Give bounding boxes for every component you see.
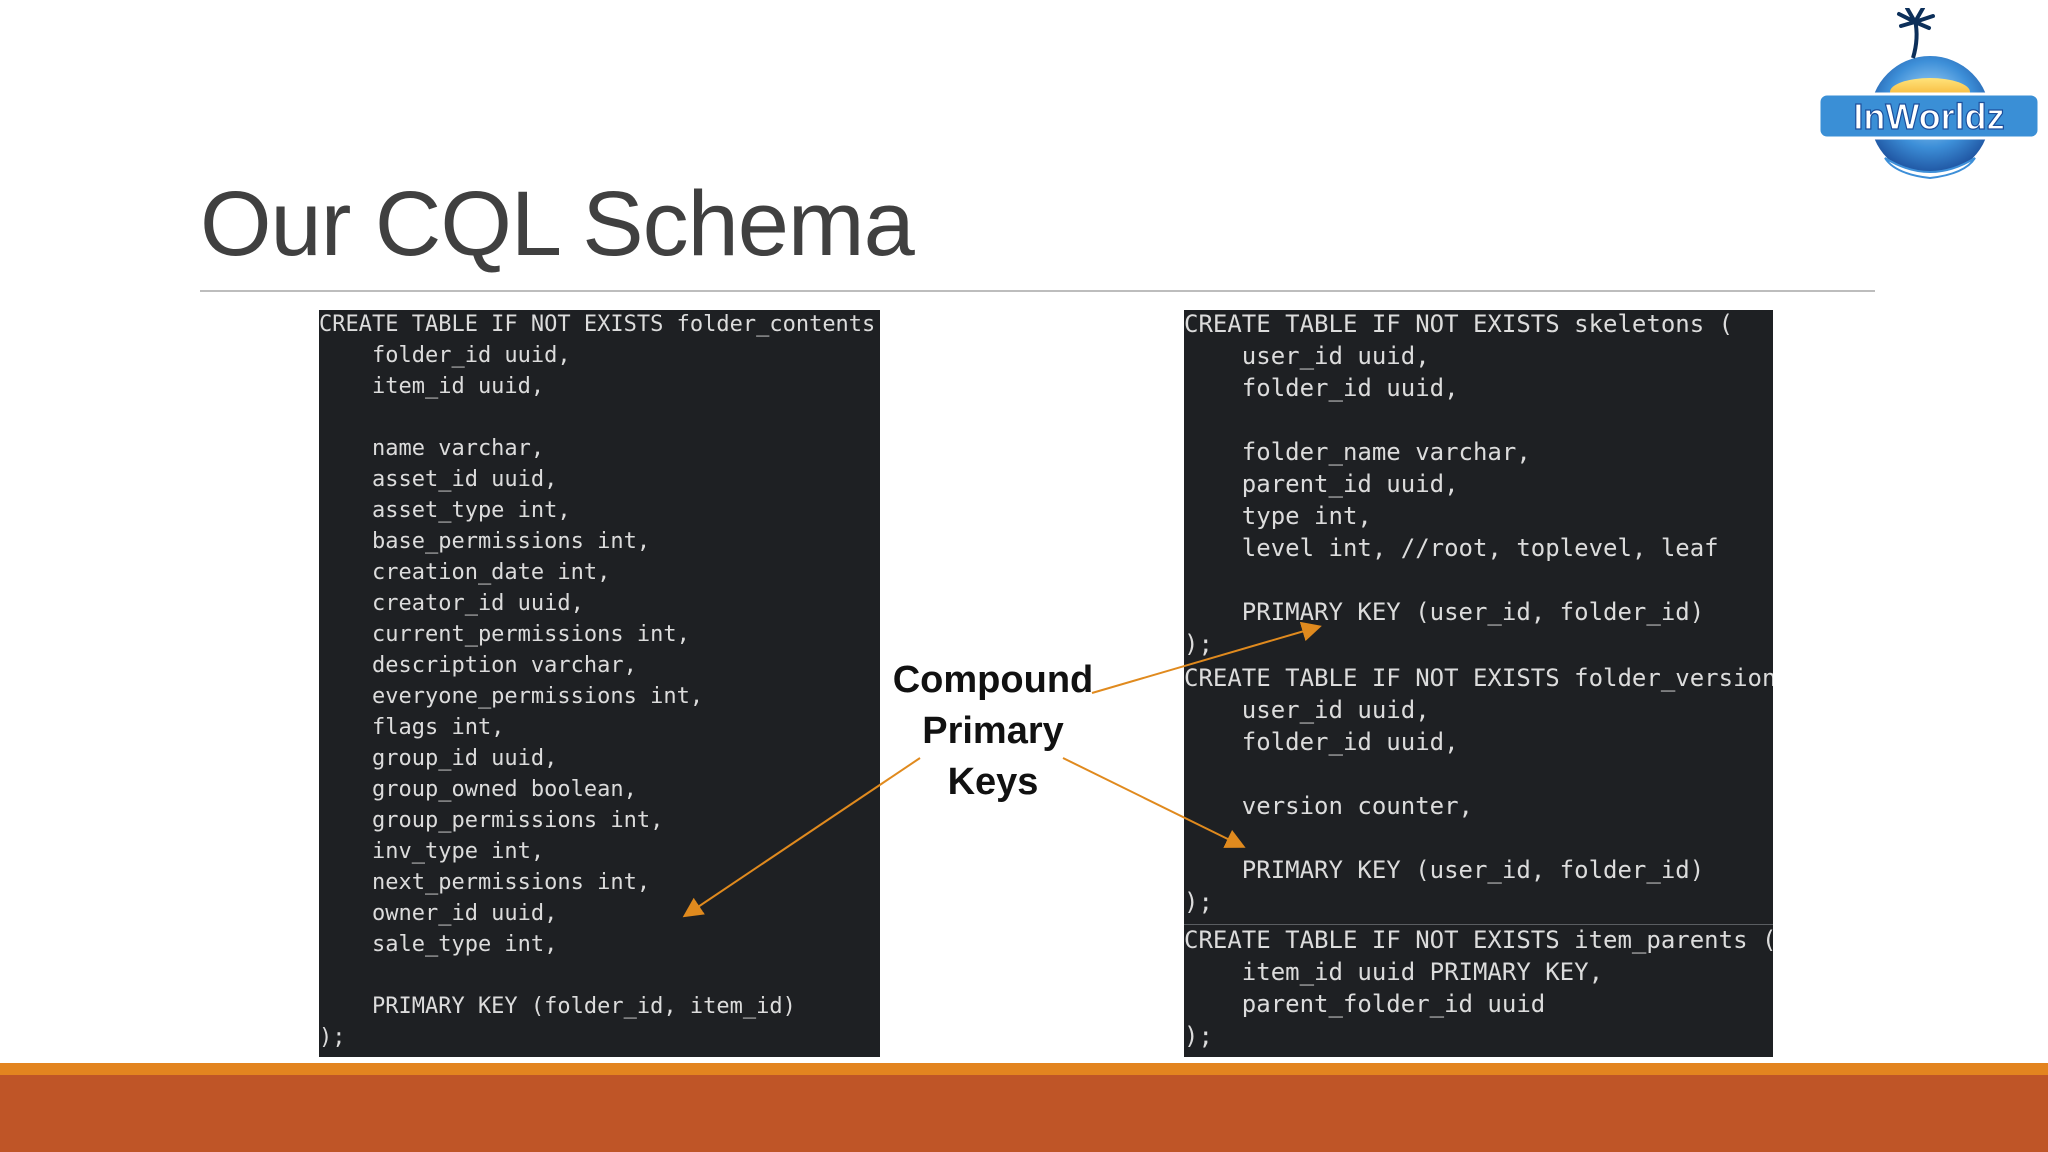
code-line: user_id uuid,: [1184, 696, 1430, 724]
code-line: creation_date int,: [319, 560, 611, 585]
slide-title: Our CQL Schema: [200, 173, 915, 275]
logo-palm-trunk: [1911, 19, 1919, 59]
code-line: inv_type int,: [319, 839, 545, 864]
code-line: sale_type int,: [319, 932, 558, 957]
code-line: owner_id uuid,: [319, 901, 558, 926]
code-line: );: [1184, 888, 1213, 916]
inworldz-logo: InWorldz: [1817, 8, 2041, 180]
code-panel-folder-contents: CREATE TABLE IF NOT EXISTS folder_conten…: [319, 310, 880, 1057]
code-line: user_id uuid,: [1184, 342, 1430, 370]
code-line: parent_id uuid,: [1184, 470, 1459, 498]
code-line: folder_id uuid,: [1184, 728, 1459, 756]
code-line: folder_id uuid,: [319, 343, 571, 368]
label-line: Keys: [947, 761, 1039, 803]
code-line: PRIMARY KEY (user_id, folder_id): [1184, 856, 1705, 884]
code-line: version counter,: [1184, 792, 1473, 820]
title-underline: [200, 290, 1875, 292]
code-line: );: [1184, 1022, 1213, 1050]
code-line: folder_name varchar,: [1184, 438, 1531, 466]
code-line: flags int,: [319, 715, 505, 740]
code-line: CREATE TABLE IF NOT EXISTS skeletons (: [1184, 310, 1734, 338]
code-line: CREATE TABLE IF NOT EXISTS folder_versio…: [1184, 664, 1773, 692]
footer-accent-bar: [0, 1063, 2048, 1075]
code-line: base_permissions int,: [319, 529, 651, 554]
code-line: type int,: [1184, 502, 1372, 530]
code-line: group_id uuid,: [319, 746, 558, 771]
code-line: level int, //root, toplevel, leaf: [1184, 534, 1719, 562]
code-line: item_id uuid,: [319, 374, 545, 399]
code-line: current_permissions int,: [319, 622, 690, 647]
code-divider: [1184, 924, 1773, 925]
code-line: item_id uuid PRIMARY KEY,: [1184, 958, 1604, 986]
code-line: group_owned boolean,: [319, 777, 637, 802]
code-line: creator_id uuid,: [319, 591, 584, 616]
code-line: next_permissions int,: [319, 870, 651, 895]
code-line: parent_folder_id uuid: [1184, 990, 1546, 1018]
code-line: CREATE TABLE IF NOT EXISTS folder_conten…: [319, 312, 880, 337]
code-line: asset_type int,: [319, 498, 571, 523]
code-panel-right: CREATE TABLE IF NOT EXISTS skeletons ( u…: [1184, 310, 1773, 1057]
code-line: everyone_permissions int,: [319, 684, 704, 709]
code-line: );: [319, 1025, 346, 1050]
logo-wordmark: InWorldz: [1853, 96, 2004, 137]
code-line: );: [1184, 630, 1213, 658]
code-line: folder_id uuid,: [1184, 374, 1459, 402]
footer-bar: [0, 1075, 2048, 1152]
code-line: asset_id uuid,: [319, 467, 558, 492]
label-line: Compound: [892, 659, 1094, 701]
code-line: PRIMARY KEY (user_id, folder_id): [1184, 598, 1705, 626]
code-line: name varchar,: [319, 436, 545, 461]
code-line: description varchar,: [319, 653, 637, 678]
code-line: group_permissions int,: [319, 808, 664, 833]
label-line: Primary: [922, 710, 1064, 752]
logo-palm-leaves: [1897, 8, 1935, 30]
logo-splash: [1884, 157, 1976, 180]
compound-primary-keys-label: Compound Primary Keys: [888, 655, 1098, 808]
code-line: PRIMARY KEY (folder_id, item_id): [319, 994, 796, 1019]
logo-banner: [1817, 92, 2041, 140]
code-line: CREATE TABLE IF NOT EXISTS item_parents …: [1184, 926, 1773, 954]
